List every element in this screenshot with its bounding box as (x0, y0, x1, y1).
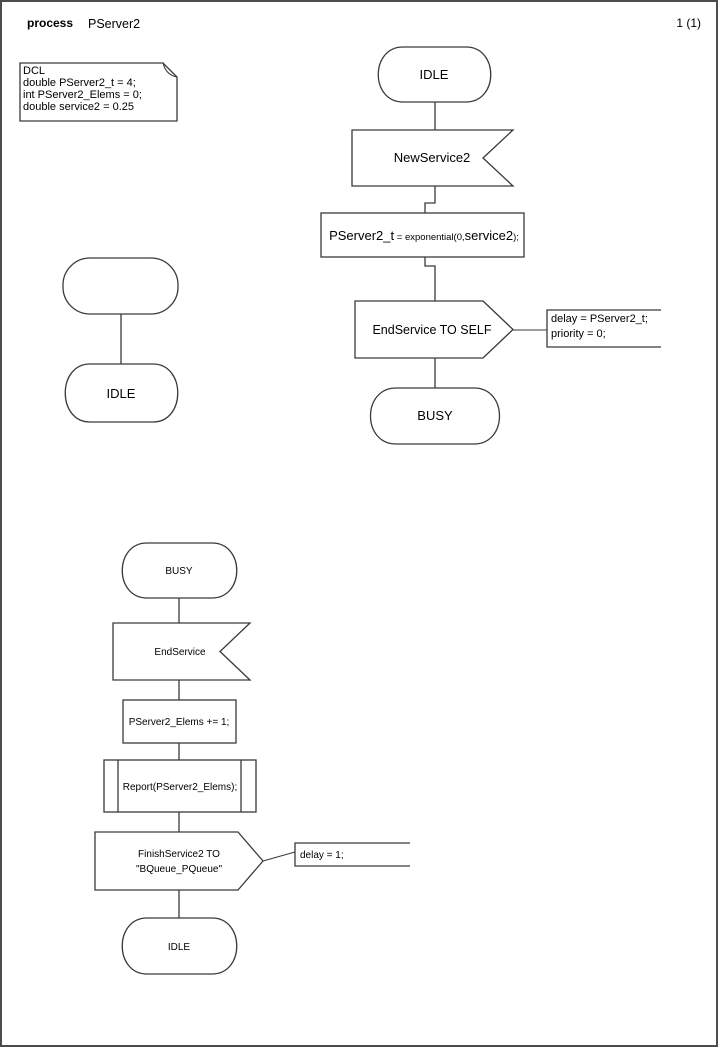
flow-line (424, 186, 436, 213)
comment-text: priority = 0; (551, 328, 606, 340)
task-set-pserver2-t[interactable]: PServer2_t = exponential(0,service2); (320, 212, 525, 258)
state-busy-top[interactable]: BUSY (369, 387, 501, 445)
page-title: PServer2 (88, 17, 140, 31)
task-text: PServer2_t (329, 228, 394, 243)
state-shape[interactable] (64, 363, 179, 423)
start-shape[interactable] (62, 257, 179, 315)
dcl-line: double PServer2_t = 4; (23, 77, 136, 89)
task-shape[interactable] (122, 699, 237, 744)
procedure-shape[interactable] (103, 759, 257, 813)
state-label: IDLE (107, 386, 136, 401)
comment-bracket-shape[interactable] (546, 309, 661, 348)
state-shape[interactable] (369, 387, 501, 445)
state-shape[interactable] (377, 46, 492, 103)
page-number: 1 (1) (676, 16, 701, 30)
task-text: ); (513, 232, 519, 243)
state-idle-bottom[interactable]: IDLE (121, 917, 238, 975)
task-text: = exponential(0, (394, 232, 465, 243)
comment-finishservice-delay[interactable]: delay = 1; (294, 842, 410, 867)
task-increment-elems[interactable]: PServer2_Elems += 1; (122, 699, 237, 744)
task-text: service2 (465, 228, 513, 243)
state-label: BUSY (417, 408, 453, 423)
output-shape[interactable] (354, 300, 514, 359)
comment-connector (262, 851, 296, 862)
output-label: EndService TO SELF (372, 323, 491, 337)
comment-text: delay = 1; (300, 850, 344, 861)
task-shape[interactable] (320, 212, 525, 258)
dcl-line: double service2 = 0.25 (23, 101, 134, 113)
comment-bracket-shape[interactable] (294, 842, 410, 867)
dcl-line: DCL (23, 65, 45, 77)
input-newservice2[interactable]: NewService2 (351, 129, 515, 187)
input-label: NewService2 (394, 150, 471, 165)
output-endservice-to-self[interactable]: EndService TO SELF (354, 300, 514, 359)
state-shape[interactable] (121, 542, 238, 599)
state-idle-left[interactable]: IDLE (64, 363, 179, 423)
text-symbol-shape[interactable] (19, 62, 178, 122)
page-kind-label: process (27, 16, 73, 30)
output-label: FinishService2 TO (138, 849, 220, 860)
comment-endservice-delay[interactable]: delay = PServer2_t; priority = 0; (546, 309, 661, 348)
state-label: IDLE (168, 942, 191, 953)
flow-line (424, 257, 436, 301)
input-endservice[interactable]: EndService (112, 622, 252, 681)
input-shape[interactable] (112, 622, 252, 681)
procedure-label: Report(PServer2_Elems); (123, 782, 237, 793)
dcl-line: int PServer2_Elems = 0; (23, 89, 142, 101)
output-shape[interactable] (94, 831, 264, 891)
comment-text: delay = PServer2_t; (551, 313, 648, 325)
input-shape[interactable] (351, 129, 515, 187)
task-text: PServer2_Elems += 1; (129, 717, 230, 728)
output-finishservice2[interactable]: FinishService2 TO "BQueue_PQueue" (94, 831, 264, 891)
state-label: IDLE (420, 67, 449, 82)
state-busy-bottom[interactable]: BUSY (121, 542, 238, 599)
state-label: BUSY (165, 566, 193, 577)
input-label: EndService (154, 647, 206, 658)
output-label: "BQueue_PQueue" (136, 864, 223, 875)
state-idle-top[interactable]: IDLE (377, 46, 492, 103)
folded-corner-icon (162, 62, 178, 78)
state-shape[interactable] (121, 917, 238, 975)
svg-text:PServer2_t = exponential(0,ser: PServer2_t = exponential(0,service2); (329, 228, 519, 243)
procedure-call-report[interactable]: Report(PServer2_Elems); (103, 759, 257, 813)
start-symbol-empty[interactable] (62, 257, 179, 315)
text-symbol-declarations[interactable]: DCL double PServer2_t = 4; int PServer2_… (19, 62, 178, 122)
